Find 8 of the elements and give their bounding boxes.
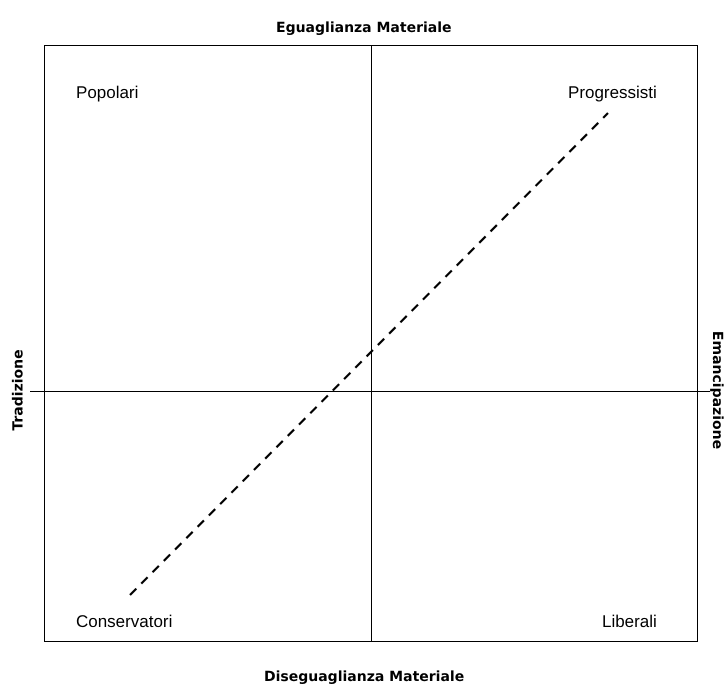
axis-label: Emancipazione [709, 330, 726, 450]
quadrant-label: Liberali [602, 612, 657, 632]
axis-label: Diseguaglianza Materiale [264, 669, 464, 685]
axis-label: Tradizione [10, 349, 26, 431]
quadrant-label: Progressisti [568, 83, 657, 103]
axis-label: Eguaglianza Materiale [276, 20, 452, 36]
quadrant-label: Conservatori [76, 612, 172, 632]
quadrant-label: Popolari [76, 83, 138, 103]
